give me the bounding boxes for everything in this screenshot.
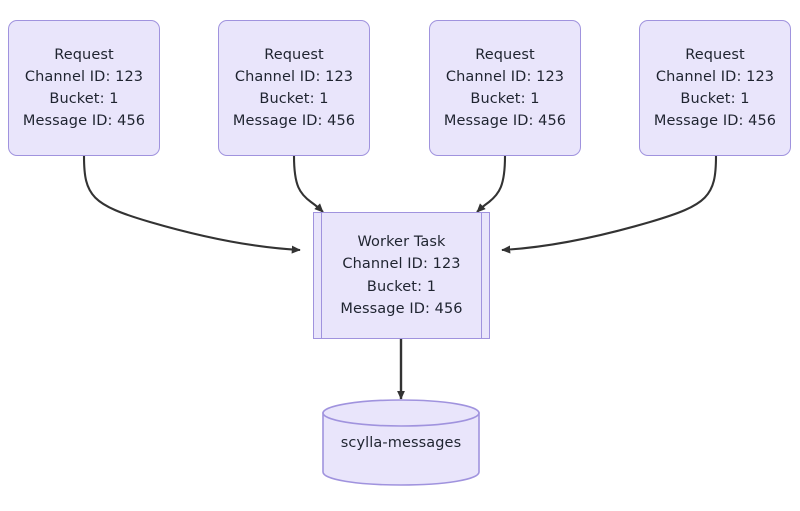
edge-request1-to-worker [82,155,301,254]
datastore-label: scylla-messages [340,434,462,451]
request-node-4[interactable]: Request Channel ID: 123 Bucket: 1 Messag… [639,20,791,156]
edge-request4-to-worker [501,155,718,254]
request-node-3[interactable]: Request Channel ID: 123 Bucket: 1 Messag… [429,20,581,156]
request-1-line-4: Message ID: 456 [22,113,146,130]
request-4-line-2: Channel ID: 123 [655,68,775,85]
worker-task-node[interactable]: Worker Task Channel ID: 123 Bucket: 1 Me… [313,211,490,340]
worker-task-line-3: Bucket: 1 [366,278,437,295]
request-1-line-3: Bucket: 1 [49,91,119,107]
request-2-line-2: Channel ID: 123 [234,68,354,85]
request-3-line-2: Channel ID: 123 [445,68,565,85]
request-2-line-3: Bucket: 1 [259,91,329,107]
worker-task-line-4: Message ID: 456 [340,300,463,317]
request-1-line-2: Channel ID: 123 [24,68,144,85]
request-node-1[interactable]: Request Channel ID: 123 Bucket: 1 Messag… [8,20,160,156]
request-4-line-4: Message ID: 456 [653,113,777,130]
request-3-line-3: Bucket: 1 [470,91,540,107]
request-4-line-1: Request [685,46,745,63]
edge-request2-to-worker [292,155,324,213]
cylinder-shape-icon [322,399,480,486]
datastore-node[interactable]: scylla-messages [322,399,480,486]
request-2-line-1: Request [264,46,324,63]
request-1-line-1: Request [54,46,114,63]
edge-request3-to-worker [476,155,507,213]
worker-task-line-1: Worker Task [357,234,446,251]
request-node-2[interactable]: Request Channel ID: 123 Bucket: 1 Messag… [218,20,370,156]
request-2-line-4: Message ID: 456 [232,113,356,130]
request-4-line-3: Bucket: 1 [680,91,750,107]
worker-task-line-2: Channel ID: 123 [342,256,461,273]
request-3-line-1: Request [475,46,535,63]
request-3-line-4: Message ID: 456 [443,113,567,130]
